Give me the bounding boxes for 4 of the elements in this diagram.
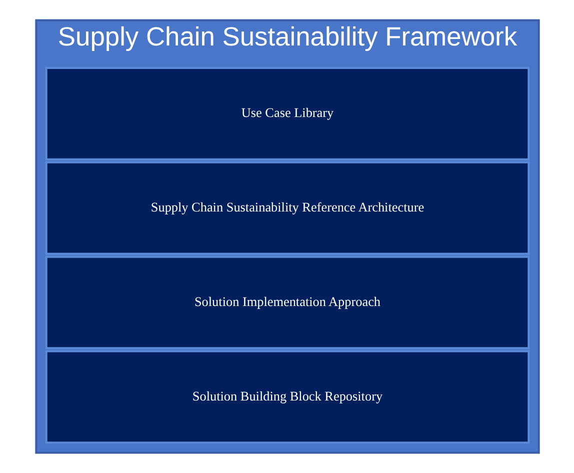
node-box: Solution Implementation Approach [44, 256, 530, 350]
node-box: Solution Building Block Repository [44, 350, 530, 444]
node-box: Use Case Library [44, 66, 530, 160]
node-box: Supply Chain Sustainability Reference Architecture [44, 161, 530, 255]
